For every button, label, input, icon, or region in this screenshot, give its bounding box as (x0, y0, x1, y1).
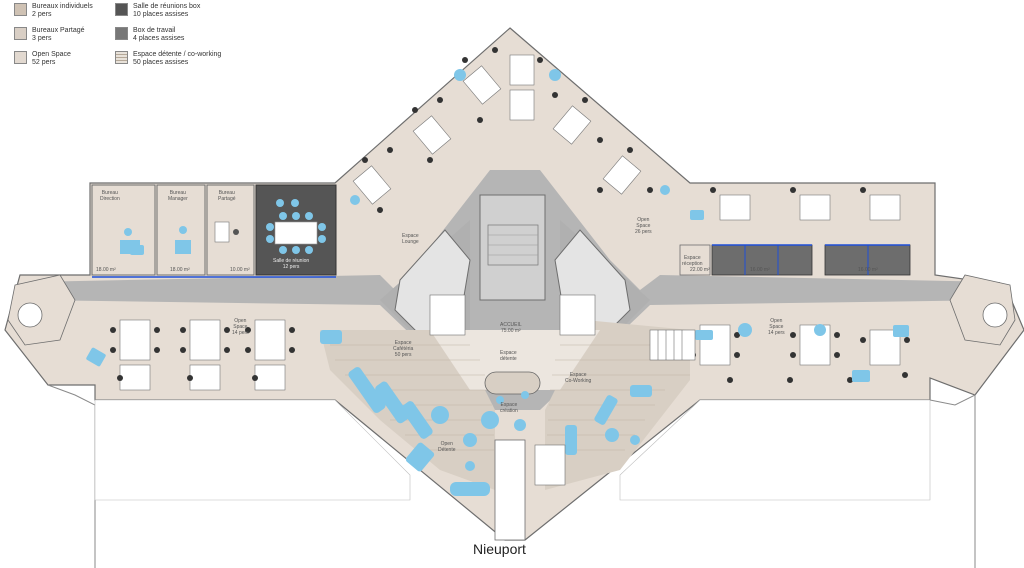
area-label: 18.00 m² (170, 267, 190, 273)
area-label: 16.00 m² (750, 267, 770, 273)
work-boxes-right (679, 244, 911, 276)
room-label-open-space-right: Open Space 14 pers (768, 318, 785, 336)
room-label-bureau-direction: Bureau Direction (100, 190, 120, 202)
legend-label: Salle de réunions box (133, 3, 201, 10)
legend-swatch (14, 3, 27, 16)
room-label-open-space-top-right: Open Space 26 pers (635, 217, 652, 235)
room-label-bureau-partage: Bureau Partagé (218, 190, 236, 202)
desk-clusters (119, 54, 901, 391)
legend-swatch (115, 51, 128, 64)
legend-sublabel: 52 pers (32, 59, 56, 66)
side-stairs (649, 329, 696, 361)
area-label: 16.00 m² (858, 267, 878, 273)
end-towers (7, 274, 1016, 346)
room-label-espace-creation: Espace création (500, 402, 518, 414)
lower-wings (47, 384, 976, 568)
legend-sublabel: 4 places assises (133, 35, 185, 42)
legend-swatch (14, 51, 27, 64)
room-label-bureau-manager: Bureau Manager (168, 190, 188, 202)
legend-sublabel: 10 places assises (133, 11, 189, 18)
legend-label: Box de travail (133, 27, 176, 34)
room-label-salle-reunion: Salle de réunion 12 pers (273, 258, 310, 270)
meeting-table (266, 199, 326, 254)
legend-label: Bureaux individuels (32, 3, 93, 10)
lounge-furniture (35, 69, 985, 496)
legend-sublabel: 2 pers (32, 11, 52, 18)
room-label-accueil: ACCUEIL 75.00 m² (500, 322, 522, 334)
street-name: Nieuport (473, 541, 526, 557)
room-label-open-space-left: Open Space 14 pers (232, 318, 249, 336)
legend-swatch (14, 27, 27, 40)
entrance-passage (494, 439, 526, 541)
legend-label: Espace détente / co-working (133, 51, 222, 58)
legend-sublabel: 3 pers (32, 35, 52, 42)
area-label: 18.00 m² (96, 267, 116, 273)
legend-swatch (115, 27, 128, 40)
legend-swatch (115, 3, 128, 16)
legend-label: Open Space (32, 51, 71, 58)
room-label-espace-lounge: Espace Lounge (402, 233, 419, 245)
room-label-espace-reception: Espace réception (682, 255, 703, 267)
room-label-espace-detente: Espace détente (500, 350, 517, 362)
legend-label: Bureaux Partagé (32, 27, 85, 34)
room-label-espace-cafeteria: Espace Cafétéria 50 pers (393, 340, 414, 358)
sanitary-blocks (429, 294, 596, 486)
area-label: 22.00 m² (690, 267, 710, 273)
room-label-espace-coworking: Espace Co-Working (565, 372, 592, 384)
room-label-open-detente: Open Détente (438, 441, 456, 453)
legend-sublabel: 50 places assises (133, 59, 189, 66)
area-label: 10.00 m² (230, 267, 250, 273)
